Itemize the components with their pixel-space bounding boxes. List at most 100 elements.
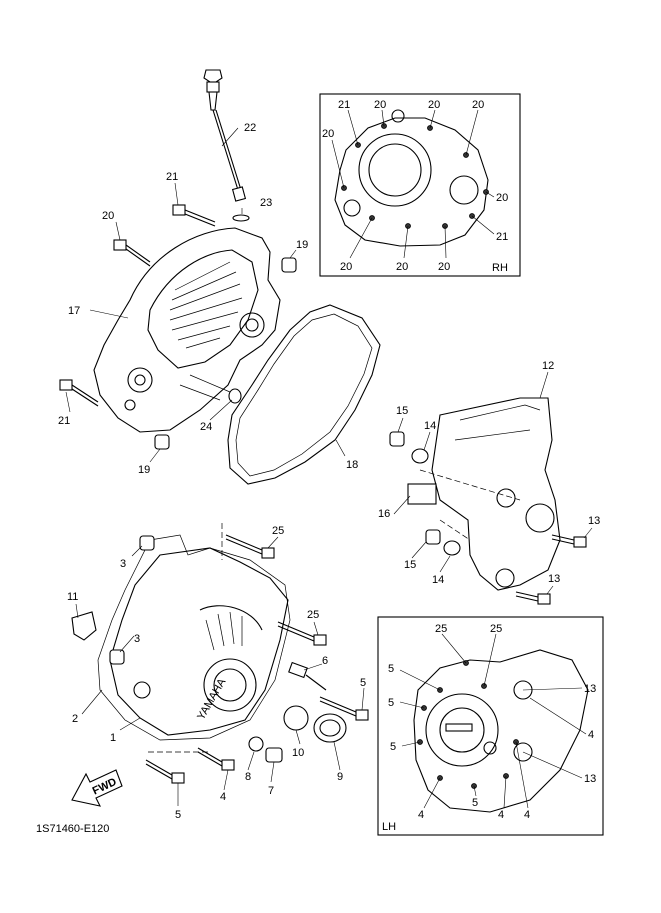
damper-14-upper-part [411, 448, 429, 464]
callout-12: 12 [542, 360, 554, 372]
lh-callout-4: 4 [418, 809, 424, 821]
lh-callout-4: 4 [588, 729, 594, 741]
lh-callout-25: 25 [490, 623, 502, 635]
callout-3: 3 [120, 558, 126, 570]
rh-callout-21: 21 [338, 99, 350, 111]
o-ring-10-part [283, 705, 309, 731]
bolt-13-lower-part [515, 591, 551, 605]
rh-panel-tag: RH [492, 262, 508, 274]
callout-7: 7 [268, 785, 274, 797]
callout-15: 15 [404, 559, 416, 571]
right-crankcase-cover-part [93, 227, 281, 433]
callout-24: 24 [200, 421, 212, 433]
callout-1: 1 [110, 732, 116, 744]
callout-5: 5 [175, 809, 181, 821]
callout-13: 13 [588, 515, 600, 527]
rh-callout-20: 20 [322, 128, 334, 140]
callout-20: 20 [102, 210, 114, 222]
bolt-25-lower-part [277, 621, 327, 646]
callout-21: 21 [166, 171, 178, 183]
callout-15: 15 [396, 405, 408, 417]
rh-cover-outline [334, 109, 489, 247]
lh-callout-13: 13 [584, 683, 596, 695]
dowel-3-lower-part [109, 649, 125, 665]
rh-callout-21: 21 [496, 231, 508, 243]
cover-16-part [407, 483, 437, 505]
lh-callout-5: 5 [472, 797, 478, 809]
drive-sprocket-cover-12-part [431, 397, 561, 591]
callout-labels: 22 21 23 20 19 17 21 24 19 18 12 15 14 1… [58, 99, 600, 821]
callout-23: 23 [260, 197, 272, 209]
plug-7-part [265, 747, 283, 763]
rh-callout-20: 20 [396, 261, 408, 273]
fwd-arrow: FWD [71, 769, 123, 807]
oil-dipstick-part [203, 69, 247, 202]
grommet-15-lower-part [425, 529, 441, 545]
assembly-dash-lines [148, 469, 521, 753]
lh-callout-5: 5 [388, 697, 394, 709]
bolt-25-upper-part [225, 534, 275, 559]
callout-4: 4 [220, 791, 226, 803]
callout-17: 17 [68, 305, 80, 317]
grommet-15-upper-part [389, 431, 405, 447]
bolt-20-left-part [113, 239, 151, 267]
callout-10: 10 [292, 747, 304, 759]
bolt-13-upper-part [551, 534, 587, 548]
lh-callout-13: 13 [584, 773, 596, 785]
rh-callout-20: 20 [374, 99, 386, 111]
callout-2: 2 [72, 713, 78, 725]
callout-6: 6 [322, 655, 328, 667]
rh-callout-20: 20 [438, 261, 450, 273]
o-ring-23-part [232, 214, 250, 222]
lh-panel-tag: LH [382, 821, 396, 833]
dowel-19-upper-part [281, 257, 297, 273]
callout-8: 8 [245, 771, 251, 783]
gasket-2-part [97, 534, 291, 741]
o-ring-8-part [248, 736, 264, 752]
callout-19: 19 [138, 464, 150, 476]
bolt-21-top-part [172, 204, 216, 227]
dowel-3-upper-part [139, 535, 155, 551]
callout-22: 22 [244, 122, 256, 134]
lh-callout-4: 4 [498, 809, 504, 821]
callout-3: 3 [134, 633, 140, 645]
lh-detail-panel [377, 616, 604, 836]
callout-14: 14 [432, 574, 444, 586]
rh-callout-20: 20 [472, 99, 484, 111]
callout-9: 9 [337, 771, 343, 783]
lh-callout-4: 4 [524, 809, 530, 821]
oil-seal-24-part [228, 388, 242, 404]
plug-6-part [288, 661, 327, 691]
yamaha-stamp: YAMAHA [195, 676, 229, 722]
rh-detail-panel [319, 93, 521, 277]
callout-11: 11 [67, 591, 78, 603]
dowel-19-lower-part [154, 434, 170, 450]
rh-callout-20: 20 [428, 99, 440, 111]
lh-callout-5: 5 [390, 741, 396, 753]
callout-5: 5 [360, 677, 366, 689]
left-crankcase-cover-part [109, 547, 289, 736]
bolt-21-lower-part [59, 379, 99, 407]
callout-13: 13 [548, 573, 560, 585]
diagram-code: 1S71460-E120 [36, 823, 109, 835]
rh-callout-20: 20 [496, 192, 508, 204]
lh-cover-outline [413, 649, 589, 813]
leader-lines [65, 109, 593, 809]
callout-18: 18 [346, 459, 358, 471]
damper-14-lower-part [443, 540, 461, 556]
callout-21: 21 [58, 415, 70, 427]
callout-16: 16 [378, 508, 390, 520]
lh-callout-25: 25 [435, 623, 447, 635]
bracket-11-part [71, 611, 97, 641]
lh-callout-5: 5 [388, 663, 394, 675]
callout-19: 19 [296, 239, 308, 251]
gasket-18-part [227, 304, 381, 485]
bolt-4-part [197, 747, 235, 771]
callout-25: 25 [272, 525, 284, 537]
filler-cap-9-part [313, 713, 347, 743]
rh-callout-20: 20 [340, 261, 352, 273]
bolt-5-right-part [319, 696, 369, 721]
callout-14: 14 [424, 420, 436, 432]
callout-25: 25 [307, 609, 319, 621]
